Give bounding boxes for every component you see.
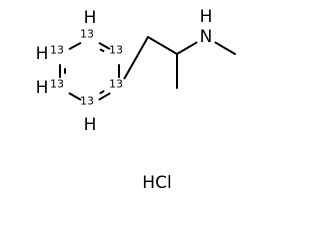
bonds-layer: [59, 36, 236, 101]
isotope-label: 13: [50, 44, 64, 57]
hydrogen-label: H: [36, 44, 49, 64]
atom-background: [205, 36, 207, 38]
hydrogen-label: H: [84, 8, 97, 28]
bond-a4-a5: [68, 92, 82, 101]
bond-a6-a1: [68, 42, 82, 50]
atom-a5: 13H: [36, 78, 64, 99]
atom-symbol: N: [200, 27, 213, 47]
hydrogen-label: H: [200, 7, 213, 27]
hydrogen-label: H: [84, 115, 97, 135]
isotope-label: 13: [109, 78, 123, 91]
salt-label: HCl: [142, 173, 171, 193]
isotope-label: 13: [109, 44, 123, 57]
bond-a1-a2: [98, 42, 111, 50]
bond-a10-a11: [214, 41, 236, 55]
isotope-label: 13: [50, 78, 64, 91]
atom-background: [118, 87, 120, 89]
atom-background: [118, 53, 120, 55]
atom-a3: 13: [109, 78, 123, 91]
atom-a1: 13H: [80, 8, 96, 41]
atom-a2: 13: [109, 44, 123, 57]
atom-a4: 13H: [80, 95, 96, 136]
bond-a3-a7: [123, 36, 149, 80]
bond-a7-a8: [147, 36, 178, 55]
atom-background: [89, 37, 91, 39]
bond-a8-a10: [176, 41, 198, 55]
atom-background: [59, 87, 61, 89]
atom-a10: NH: [200, 7, 213, 47]
atom-a6: 13H: [36, 44, 64, 65]
isotope-label: 13: [80, 95, 94, 108]
bond-a3-a4: [98, 92, 111, 101]
bond-a1-a2-inner: [99, 48, 105, 53]
isotope-label: 13: [80, 28, 94, 41]
atom-background: [89, 104, 91, 106]
bond-a3-a4-inner: [99, 90, 105, 95]
atom-background: [59, 53, 61, 55]
hydrogen-label: H: [36, 78, 49, 98]
